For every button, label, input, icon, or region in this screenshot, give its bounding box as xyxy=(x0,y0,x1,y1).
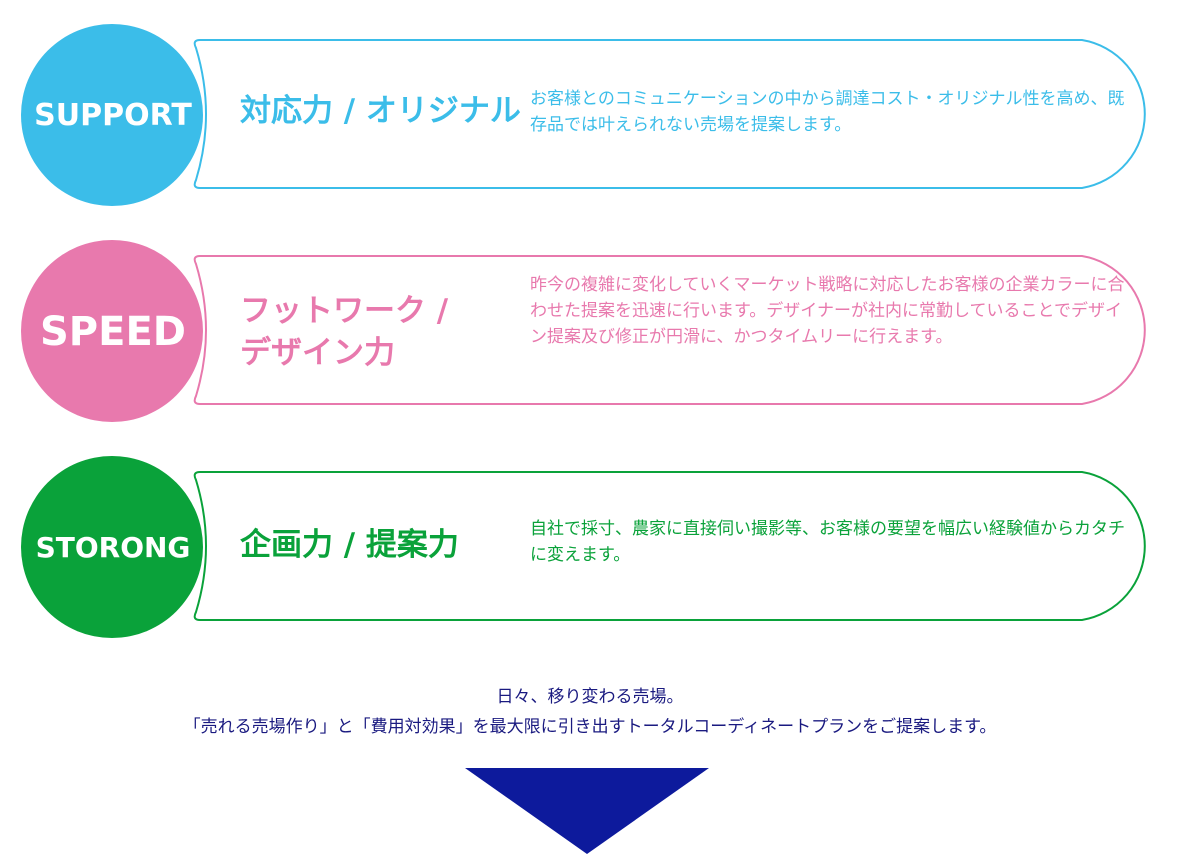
support-circle-label: SUPPORT xyxy=(34,98,192,133)
speed-description: 昨今の複雑に変化していくマーケット戦略に対応したお客様の企業カラーに合わせた提案… xyxy=(530,275,1125,347)
feature-row-support: SUPPORT 対応力 / オリジナル お客様とのコミュニケーションの中から調達… xyxy=(0,22,1180,208)
support-description: お客様とのコミュニケーションの中から調達コスト・オリジナル性を高め、既存品では叶… xyxy=(530,89,1125,135)
speed-circle-label: SPEED xyxy=(40,309,186,355)
feature-frame-speed xyxy=(21,240,1146,422)
summary-line-2: 「売れる売場作り」と「費用対効果」を最大限に引き出すトータルコーディネートプラン… xyxy=(183,717,997,737)
feature-frame-storong xyxy=(21,456,1146,638)
storong-circle-label: STORONG xyxy=(35,531,191,564)
summary-text: 日々、移り変わる売場。 「売れる売場作り」と「費用対効果」を最大限に引き出すトー… xyxy=(0,682,1180,742)
feature-row-speed: SPEED フットワーク / デザイン力 昨今の複雑に変化していくマーケット戦略… xyxy=(0,238,1180,424)
feature-row-storong: STORONG 企画力 / 提案力 自社で採寸、農家に直接伺い撮影等、お客様の要… xyxy=(0,454,1180,640)
summary-line-1: 日々、移り変わる売場。 xyxy=(496,687,684,707)
speed-heading: フットワーク / デザイン力 xyxy=(240,293,449,371)
storong-heading: 企画力 / 提案力 xyxy=(240,527,459,563)
storong-description: 自社で採寸、農家に直接伺い撮影等、お客様の要望を幅広い経験値からカタチに変えます… xyxy=(530,519,1125,565)
support-heading: 対応力 / オリジナル xyxy=(240,93,521,129)
feature-frame-support xyxy=(21,24,1146,206)
down-triangle-icon xyxy=(465,768,709,854)
